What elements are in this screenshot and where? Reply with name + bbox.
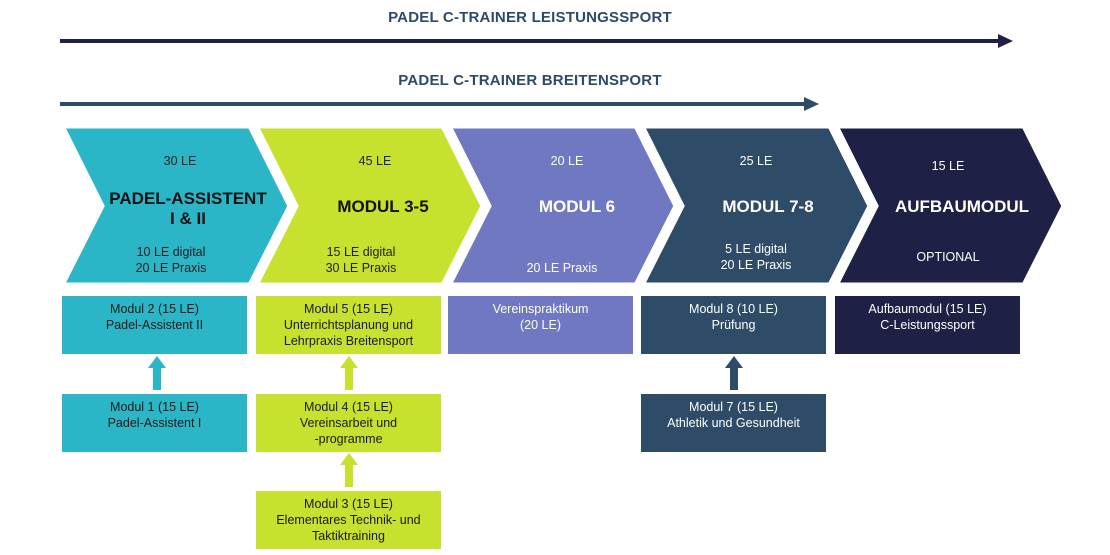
stage-5-optional: OPTIONAL [916,250,980,264]
stage-5-title: AUFBAUMODUL [894,197,1030,216]
module-8-label: Modul 8 (10 LE) [689,302,778,316]
breitensport-arrow-line [60,102,806,106]
module-7-label: Modul 7 (15 LE) [689,400,778,414]
chevron-stage-1 [57,123,293,288]
aufbaumodul-label: Aufbaumodul (15 LE) [868,302,987,316]
stage-5-le: 15 LE [931,159,965,173]
module-2-name: Padel-Assistent II [105,318,204,332]
chevron-stage-5 [831,123,1067,288]
stage-1-title: PADEL-ASSISTENT [109,189,267,208]
stage-2-praxis: 30 LE Praxis [325,261,397,275]
stage-3-praxis: 20 LE Praxis [526,261,598,275]
module-7-name: Athletik und Gesundheit [667,416,800,430]
stage-1-le: 30 LE [163,154,197,168]
stage-chevrons [57,123,1067,288]
module-4-box: Modul 4 (15 LE) Vereinsarbeit und -progr… [256,394,441,452]
stage-4-le: 25 LE [739,154,773,168]
module-4-name-line1: Vereinsarbeit und [299,416,398,430]
module-5-box: Modul 5 (15 LE) Unterrichtsplanung und L… [256,296,441,354]
module-6-box: Vereinspraktikum (20 LE) [448,296,633,354]
breitensport-arrowhead-icon [804,97,819,111]
module-1-box: Modul 1 (15 LE) Padel-Assistent I [62,394,247,452]
stage-3-le: 20 LE [550,154,584,168]
module-1-label: Modul 1 (15 LE) [110,400,199,414]
stage-1-digital: 10 LE digital [136,245,206,259]
module-4-name-line2: -programme [314,432,383,446]
module-3-label: Modul 3 (15 LE) [304,497,393,511]
module-4-label: Modul 4 (15 LE) [304,400,393,414]
arrow-up-icon [340,453,358,487]
chevron-stage-3 [444,123,679,288]
leistungssport-arrow-line [60,39,1000,43]
stage-4-praxis: 20 LE Praxis [720,258,792,272]
module-3-name-line2: Taktiktraining [312,529,385,543]
module-3-box: Modul 3 (15 LE) Elementares Technik- und… [256,491,441,549]
module-6-le: (20 LE) [520,318,561,332]
module-3-name-line1: Elementares Technik- und [276,513,421,527]
stage-1-praxis: 20 LE Praxis [135,261,207,275]
module-5-name-line2: Lehrpraxis Breitensport [283,334,414,348]
module-8-box: Modul 8 (10 LE) Prüfung [641,296,826,354]
stage-4-digital: 5 LE digital [725,242,787,256]
aufbaumodul-box: Aufbaumodul (15 LE) C-Leistungssport [835,296,1020,354]
module-7-box: Modul 7 (15 LE) Athletik und Gesundheit [641,394,826,452]
module-2-box: Modul 2 (15 LE) Padel-Assistent II [62,296,247,354]
aufbaumodul-name: C-Leistungssport [880,318,975,332]
chevron-stage-4 [637,123,873,288]
module-8-name: Prüfung [711,318,756,332]
stage-2-title: MODUL 3-5 [337,197,429,216]
chevron-stage-2 [251,123,486,288]
module-5-label: Modul 5 (15 LE) [304,302,393,316]
arrow-up-icon [725,356,743,390]
breitensport-title: PADEL C-TRAINER BREITENSPORT [398,72,662,89]
stage-2-digital: 15 LE digital [326,245,396,259]
stage-3-title: MODUL 6 [538,197,616,216]
arrow-up-icon [148,356,166,390]
module-1-name: Padel-Assistent I [107,416,202,430]
leistungssport-title: PADEL C-TRAINER LEISTUNGSSPORT [388,9,672,26]
module-5-name-line1: Unterrichtsplanung und [283,318,414,332]
module-2-label: Modul 2 (15 LE) [110,302,199,316]
stage-2-le: 45 LE [358,154,392,168]
leistungssport-arrowhead-icon [998,34,1013,48]
arrow-up-icon [340,356,358,390]
stage-1-title-line2: I & II [170,209,206,228]
module-6-label: Vereinspraktikum [492,302,589,316]
stage-4-title: MODUL 7-8 [722,197,814,216]
